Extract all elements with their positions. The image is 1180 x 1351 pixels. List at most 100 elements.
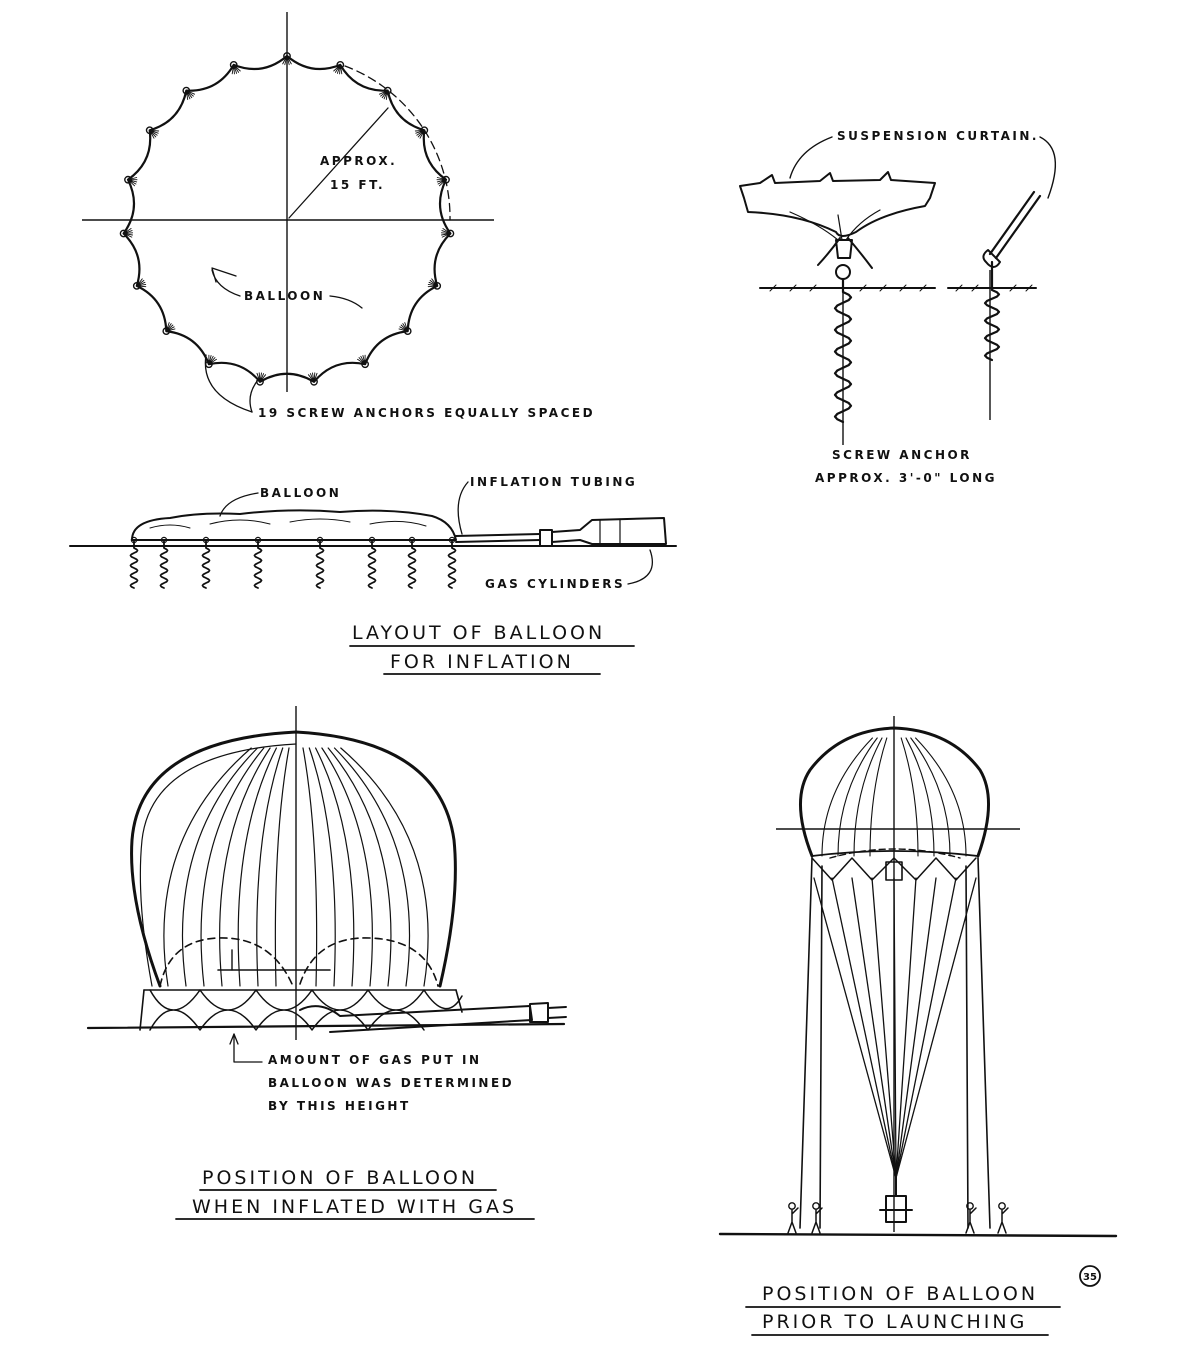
anchor-gather-lines (436, 177, 447, 187)
angled-rod-eye (982, 249, 1001, 268)
anchor-gather-lines (256, 372, 267, 383)
gas-note-arrowhead (229, 1033, 239, 1045)
shroud-line (851, 877, 897, 1179)
inflated-title-1: POSITION OF BALLOON (202, 1167, 478, 1189)
launch-gore-line (869, 737, 888, 857)
balloon-leader-right (329, 295, 363, 309)
radius-dashed-arc (344, 65, 451, 221)
layout-anchor-ring (254, 536, 262, 544)
screw-anchor-point (182, 86, 191, 95)
layout-balloon-leader (219, 492, 259, 517)
launch-gore-line (905, 737, 935, 857)
gore-line (256, 747, 284, 987)
handling-line (977, 857, 991, 1229)
gore-line (219, 747, 271, 987)
launch-gore-line (853, 737, 883, 857)
screw-anchor-point (403, 327, 412, 335)
anchor-gather-lines (149, 129, 160, 139)
page-mark-circle (1079, 1265, 1101, 1287)
inflated-envelope (130, 730, 457, 988)
anchor-gather-lines (123, 228, 134, 238)
anchor-gather-lines (136, 278, 147, 288)
layout-screw-anchor (159, 539, 169, 589)
inflated-gore-lines (163, 747, 429, 987)
layout-anchor-ring (160, 536, 168, 544)
shroud-line (831, 877, 897, 1179)
launch-payload-gondola (879, 1177, 913, 1223)
launch-title-2: PRIOR TO LAUNCHING (762, 1311, 1027, 1333)
anchor-gather-lines (427, 278, 438, 288)
anchor-gather-lines (333, 64, 343, 75)
launch-gore-line (837, 737, 878, 857)
gas-note-line-3: BY THIS HEIGHT (268, 1099, 411, 1113)
anchor-gather-lines (185, 90, 196, 100)
shroud-line (895, 877, 977, 1179)
launch-gore-line (910, 737, 951, 857)
crew-head (966, 1202, 974, 1210)
gas-cylinder-manifold (539, 517, 667, 547)
launch-ground-crew (787, 1202, 1009, 1234)
gas-note-line-2: BALLOON WAS DETERMINED (268, 1076, 514, 1090)
inflated-ground-line (86, 1022, 566, 1030)
anchors-label: 19 SCREW ANCHORS EQUALLY SPACED (258, 406, 595, 420)
anchor-gather-lines (414, 129, 425, 139)
gas-note-leader (233, 1033, 263, 1063)
anchor-gather-lines (378, 90, 389, 100)
shroud-line (895, 877, 917, 1179)
layout-screw-anchor (447, 539, 457, 589)
gore-line (315, 747, 355, 987)
handling-line (819, 865, 823, 1229)
flat-balloon (131, 509, 457, 541)
gore-line (200, 747, 265, 987)
screw-anchor-label-1: SCREW ANCHOR (832, 448, 972, 462)
crew-body (787, 1207, 799, 1234)
suspension-curtain-label: SUSPENSION CURTAIN. (837, 129, 1039, 143)
screw-anchor-point (162, 327, 171, 335)
anchor-eye-ring (835, 264, 851, 280)
gore-line (274, 747, 290, 987)
crew-body (997, 1207, 1009, 1234)
gore-line (321, 747, 373, 987)
launch-view: POSITION OF BALLOON PRIOR TO LAUNCHING (718, 716, 1118, 1336)
shroud-line (893, 877, 897, 1179)
anchor-gather-lines (357, 354, 366, 365)
inflated-view: AMOUNT OF GAS PUT IN BALLOON WAS DETERMI… (86, 706, 567, 1220)
anchor-gather-lines (231, 64, 241, 75)
plan-balloon-label: BALLOON (244, 289, 325, 303)
curtain-gather (817, 237, 873, 269)
layout-anchor-ring (130, 536, 138, 544)
launch-envelope (799, 726, 990, 858)
anchor-gather-lines (440, 228, 451, 238)
anchor-gather-lines (282, 55, 292, 66)
launch-gore-lines (821, 737, 967, 857)
curtain-leader-left (789, 136, 833, 179)
gore-line (333, 747, 411, 987)
crew-body (811, 1207, 823, 1234)
layout-anchor-ring (202, 536, 210, 544)
inflated-tube (299, 1005, 533, 1033)
launch-title-1: POSITION OF BALLOON (762, 1283, 1038, 1305)
inflated-title-2: WHEN INFLATED WITH GAS (192, 1196, 517, 1218)
launch-shroud-lines (813, 877, 977, 1179)
plan-screw-anchors (119, 52, 455, 386)
screw-anchor-label-2: APPROX. 3'-0" LONG (815, 471, 997, 485)
approx-label-1: APPROX. (320, 154, 397, 168)
gore-line (302, 747, 318, 987)
tubing-leader (457, 481, 469, 535)
flat-balloon-folds (149, 518, 427, 529)
layout-screw-anchors (129, 536, 457, 589)
gore-line (308, 747, 336, 987)
layout-anchor-ring (368, 536, 376, 544)
inflated-dashed-lobes (159, 937, 439, 987)
approx-label-2: 15 FT. (330, 178, 385, 192)
launch-gore-line (821, 737, 873, 857)
anchor-gather-lines (307, 372, 318, 383)
gore-line (327, 747, 392, 987)
radius-leader (288, 107, 389, 219)
shroud-line (871, 877, 897, 1179)
balloon-leader-left-arrow (211, 267, 237, 283)
page-mark: 35 (1079, 1265, 1101, 1287)
ground-hatch-right (955, 284, 1033, 292)
page-mark-number: 35 (1083, 1272, 1097, 1283)
launch-gore-line (915, 737, 967, 857)
